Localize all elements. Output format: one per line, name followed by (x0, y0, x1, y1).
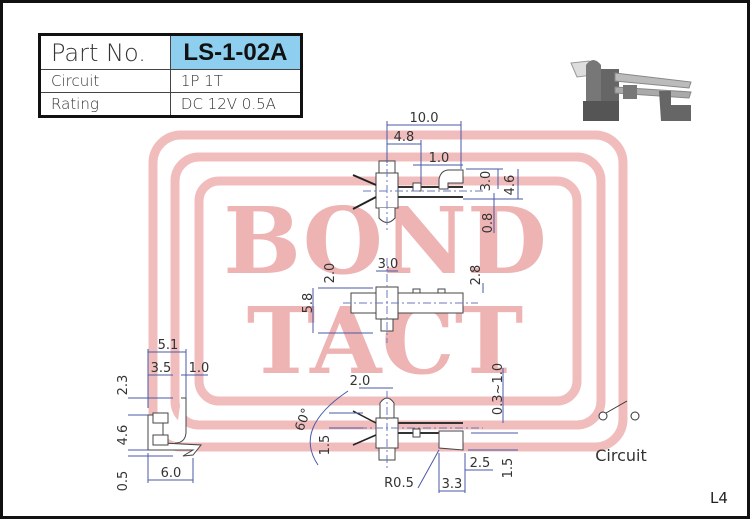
dim-side-width-a: 5.1 (158, 338, 179, 353)
dim-side-width-c: 1.0 (189, 361, 210, 376)
rating-label: Rating (39, 92, 171, 117)
dim-thickness: 0.8 (481, 213, 496, 234)
dim-side-base: 6.0 (161, 466, 182, 481)
dim-plan-offset-b: 2.8 (469, 265, 484, 286)
dim-offset: 4.8 (394, 130, 415, 145)
product-3d-render (570, 60, 692, 121)
side-view: 5.1 3.5 1.0 2.3 4.6 0.5 6.0 (116, 338, 209, 491)
dim-front-pitch: 1.5 (318, 435, 333, 456)
part-no-value: LS-1-02A (169, 34, 303, 70)
circuit-symbol: Circuit (595, 400, 647, 465)
circuit-label: Circuit (39, 69, 171, 93)
spec-table: Part No. LS-1-02A Circuit 1P 1T Rating D… (38, 33, 303, 118)
dim-plan-width: 3.0 (378, 257, 399, 272)
top-view: 10.0 4.8 1.0 3.0 4.6 0.8 (352, 111, 523, 234)
dim-front-length-b: 2.5 (470, 456, 491, 471)
dim-plan-offset-a: 2.0 (323, 263, 338, 284)
dim-side-width-b: 3.5 (151, 361, 172, 376)
dim-side-height-b: 4.6 (116, 425, 131, 446)
dim-height-a: 3.0 (479, 171, 494, 192)
front-view: 2.0 60° 1.5 0.3~1.0 R0.5 3.3 2.5 1.5 (293, 363, 518, 493)
dim-side-height-c: 0.5 (116, 471, 131, 492)
plan-view: 3.0 2.0 2.8 5.8 (301, 257, 484, 343)
dim-plan-overall: 5.8 (301, 293, 316, 314)
dim-front-length-a: 3.3 (442, 477, 463, 492)
rating-value: DC 12V 0.5A (169, 92, 303, 117)
circuit-value: 1P 1T (169, 69, 303, 93)
technical-drawing: 10.0 4.8 1.0 3.0 4.6 0.8 3.0 2.0 2.8 5.8 (116, 60, 728, 507)
dim-overall-length: 10.0 (410, 111, 439, 126)
dim-front-angle: 60° (293, 406, 315, 433)
circuit-label: Circuit (595, 446, 647, 465)
dim-side-height-a: 2.3 (116, 375, 131, 396)
dim-front-radius: R0.5 (384, 476, 414, 491)
dim-front-height: 1.5 (501, 458, 516, 479)
dim-gap: 1.0 (429, 151, 450, 166)
dim-front-travel: 0.3~1.0 (491, 363, 506, 415)
dim-height-b: 4.6 (503, 175, 518, 196)
page-label: L4 (710, 489, 728, 507)
dim-front-spacing: 2.0 (350, 374, 371, 389)
part-no-label: Part No. (39, 34, 171, 70)
